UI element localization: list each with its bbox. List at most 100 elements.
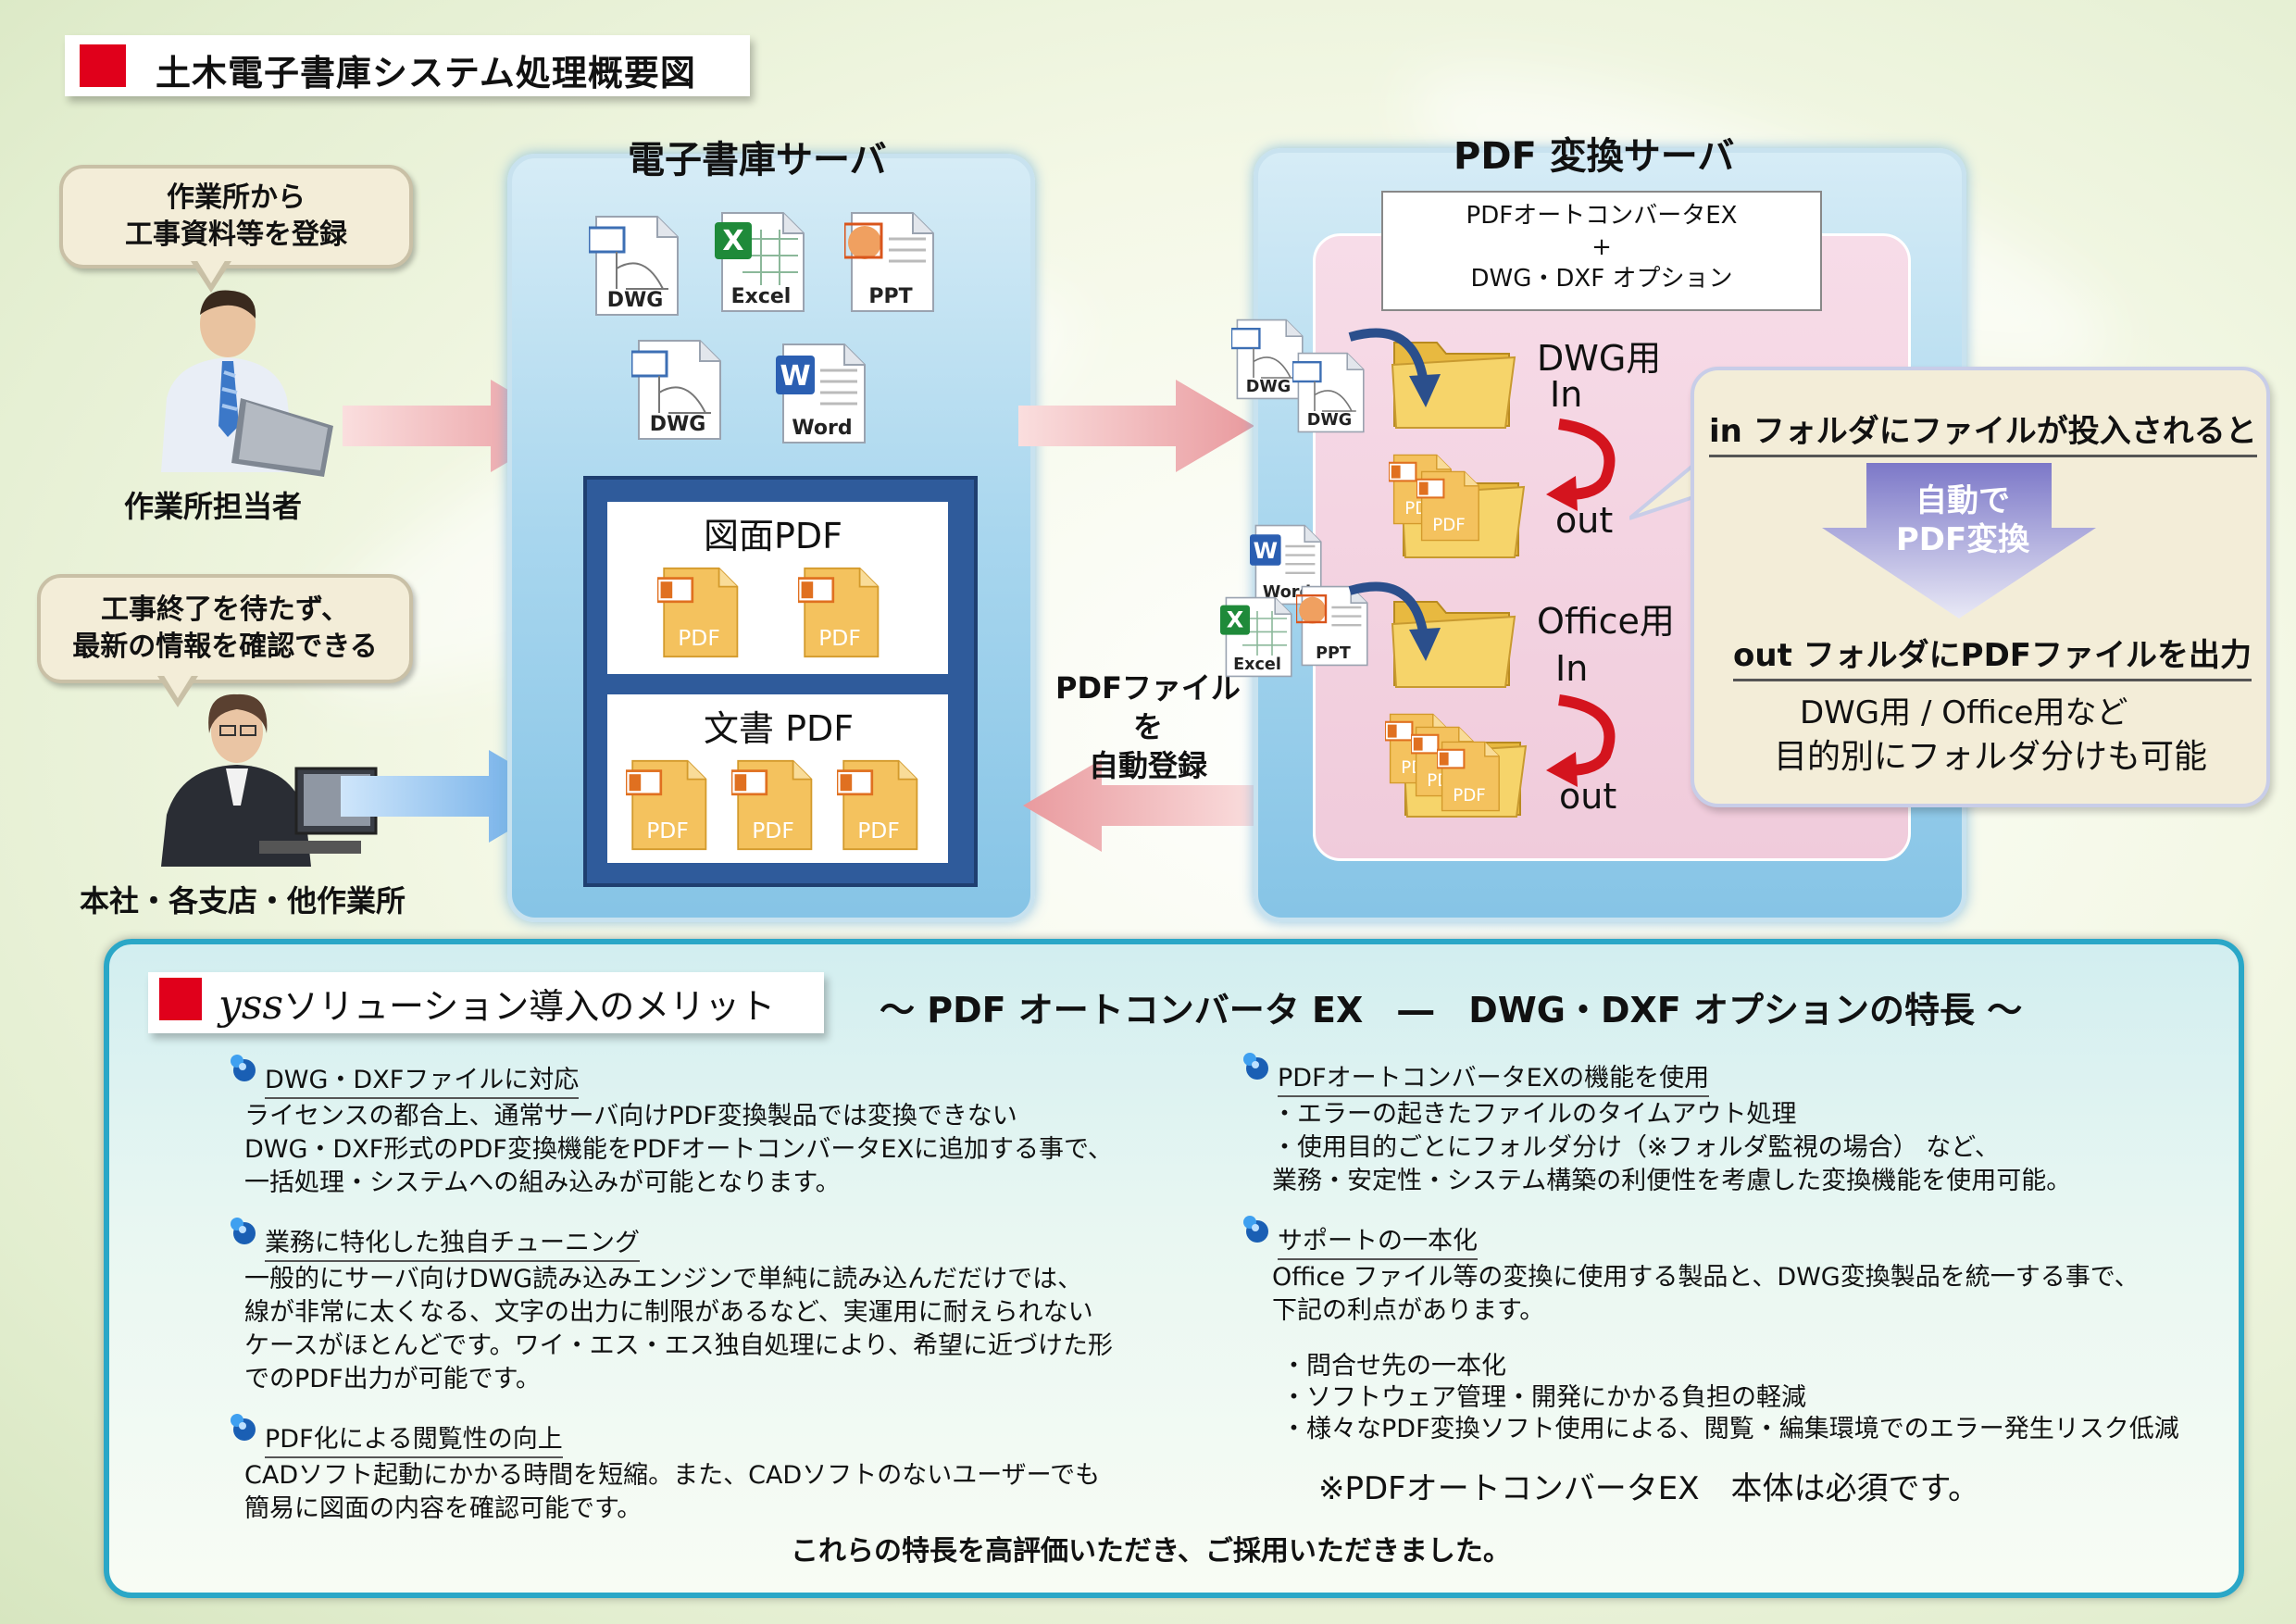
pdf-file-label: PDF [678, 625, 720, 651]
converter-plus: + [1591, 233, 1612, 261]
bubble-tail [163, 674, 193, 698]
bubble-line: 最新の情報を確認できる [72, 631, 378, 663]
svg-text:W: W [1254, 538, 1278, 564]
office-out-label: out [1559, 776, 1617, 817]
feature-title: ～ PDF オートコンバータ EX ― DWG・DXF オプションの特長 ～ [880, 990, 2023, 1031]
callout-line-out: out フォルダにPDFファイルを出力 [1733, 630, 2252, 681]
blue-bullet-icon [1243, 1216, 1268, 1243]
merit-section-title: サポートの一本化 [1278, 1220, 1478, 1260]
curved-arrow-icon [1348, 328, 1441, 407]
dwg-file-label: DWG [1306, 411, 1353, 430]
pdf-file-icon: PDF [655, 567, 741, 664]
yss-logo: yss [218, 981, 284, 1029]
ppt-file-label: PPT [868, 285, 913, 308]
pdf-file-icon: PDF [1415, 470, 1481, 546]
blue-bullet-icon [231, 1414, 256, 1441]
auto-convert-text: 自動で PDF変換 [1870, 481, 2055, 559]
arrow-to-pdf-server [1018, 380, 1254, 472]
bubble-line: 工事終了を待たず、 [101, 593, 349, 626]
merit-section-line: ・エラーの起きたファイルのタイムアウト処理 [1272, 1100, 1797, 1129]
drawing-pdf-title: 図面PDF [704, 516, 843, 556]
pdf-file-icon: PDF [796, 567, 881, 664]
auto-register-line: PDFファイルを [1055, 670, 1241, 744]
converter-product-box: PDFオートコンバータEX + DWG・DXF オプション [1381, 191, 1822, 311]
pdf-file-label: PDF [857, 818, 900, 843]
merit-section-title: PDF化による閲覧性の向上 [265, 1418, 563, 1458]
curved-arrow-icon [1348, 581, 1441, 661]
merit-section-line: 線が非常に太くなる、文字の出力に制限があるなど、実運用に耐えられない [244, 1298, 1093, 1327]
dwg-in-label: In [1550, 374, 1583, 415]
ebook-server-title: 電子書庫サーバ [628, 139, 887, 181]
red-return-arrow-icon [1546, 418, 1616, 511]
title-marker [80, 44, 126, 87]
merits-marker [159, 978, 202, 1020]
bubble-tail [196, 259, 226, 283]
merits-panel [104, 939, 2244, 1598]
pdf-file-icon: PDF [730, 759, 815, 856]
merit-section-line: ・使用目的ごとにフォルダ分け（※フォルダ監視の場合） など、 [1272, 1133, 2000, 1162]
merit-section-title: DWG・DXFファイルに対応 [265, 1059, 580, 1099]
merit-section-title: 業務に特化した独自チューニング [265, 1222, 640, 1262]
dwg-file-label: DWG [606, 289, 664, 312]
required-note: ※PDFオートコンバータEX 本体は必須です。 [1318, 1470, 1980, 1507]
pdf-file-label: PDF [1432, 516, 1466, 535]
callout-line-folders: DWG用 / Office用など [1800, 694, 2128, 731]
svg-text:X: X [1227, 607, 1244, 633]
site-worker-figure [161, 290, 333, 477]
pdf-file-icon: PDF [1435, 741, 1502, 817]
merit-section-line: 一般的にサーバ向けDWG読み込みエンジンで単純に読み込んだだけでは、 [244, 1265, 1083, 1293]
pdf-file-label: PDF [646, 818, 689, 843]
merits-heading: yssソリューション導入のメリット [218, 978, 775, 1029]
merit-section-line: DWG・DXF形式のPDF変換機能をPDFオートコンバータEXに追加する事で、 [244, 1135, 1113, 1164]
pdf-file-label: PDF [1453, 786, 1486, 806]
merits-heading-bar [148, 972, 824, 1033]
blue-bullet-icon [231, 1055, 256, 1081]
callout-line-in: in フォルダにファイルが投入されると [1709, 406, 2257, 457]
pdf-server-title: PDF 変換サーバ [1454, 135, 1735, 178]
title-bar [65, 35, 750, 96]
merit-section-line: ケースがほとんどです。ワイ・エス・エス独自処理により、希望に近づけた形 [244, 1331, 1113, 1360]
pdf-file-icon: PDF [624, 759, 709, 856]
merit-section-line: CADソフト起動にかかる時間を短縮。また、CADソフトのないユーザーでも [244, 1461, 1101, 1490]
excel-file-label: Excel [1233, 656, 1281, 674]
document-pdf-title: 文書 PDF [704, 708, 855, 749]
auto-convert-arrow [1822, 463, 2096, 618]
pdf-file-label: PDF [752, 818, 794, 843]
arrow-back-to-ebook [1023, 759, 1259, 852]
merit-section-line: ライセンスの都合上、通常サーバ向けPDF変換製品では変換できない [244, 1102, 1017, 1131]
word-file-label: Word [792, 417, 853, 440]
merit-bullet-line: ・様々なPDF変換ソフト使用による、閲覧・編集環境でのエラー発生リスク低減 [1281, 1415, 2179, 1443]
closing-message: これらの特長を高評価いただき、ご採用いただきました。 [791, 1535, 1511, 1568]
bubble-line: 作業所から [167, 181, 306, 214]
dwg-file-icon: DWG [1291, 352, 1366, 439]
converter-line: DWG・DXF オプション [1470, 265, 1733, 293]
pdf-file-icon: PDF [835, 759, 920, 856]
bubble-line: 工事資料等を登録 [125, 219, 347, 251]
merits-heading-text: ソリューション導入のメリット [283, 986, 776, 1027]
callout-line-purpose: 目的別にフォルダ分けも可能 [1774, 738, 2208, 776]
merit-bullet-line: ・問合せ先の一本化 [1281, 1352, 1506, 1380]
merit-bullet-line: ・ソフトウェア管理・開発にかかる負担の軽減 [1281, 1383, 1806, 1412]
merit-section-title: PDFオートコンバータEXの機能を使用 [1278, 1057, 1710, 1097]
merit-section-line: でのPDF出力が可能です。 [244, 1365, 541, 1393]
ppt-file-icon: PPT [842, 211, 937, 319]
dwg-file-label: DWG [649, 413, 706, 436]
excel-file-label: Excel [730, 285, 792, 308]
speech-bubble-register: 作業所から 工事資料等を登録 [59, 165, 413, 269]
merit-section-line: Office ファイル等の変換に使用する製品と、DWG変換製品を統一する事で、 [1272, 1263, 2140, 1292]
speech-bubble-latest: 工事終了を待たず、 最新の情報を確認できる [37, 574, 413, 683]
converter-line: PDFオートコンバータEX [1466, 202, 1738, 230]
red-return-arrow-icon [1546, 694, 1616, 787]
ppt-file-icon: PPT [1294, 585, 1370, 672]
office-folder-label: Office用 [1537, 601, 1675, 642]
dwg-file-label: DWG [1245, 378, 1292, 396]
blue-bullet-icon [1243, 1053, 1268, 1080]
dwg-file-icon: DWG [587, 215, 681, 322]
office-in-label: In [1555, 648, 1589, 689]
auto-convert-line: PDF変換 [1895, 521, 2030, 558]
auto-convert-line: 自動で [1915, 482, 2010, 519]
person-label-site: 作業所担当者 [124, 489, 303, 524]
auto-register-label: PDFファイルを 自動登録 [1046, 668, 1250, 785]
